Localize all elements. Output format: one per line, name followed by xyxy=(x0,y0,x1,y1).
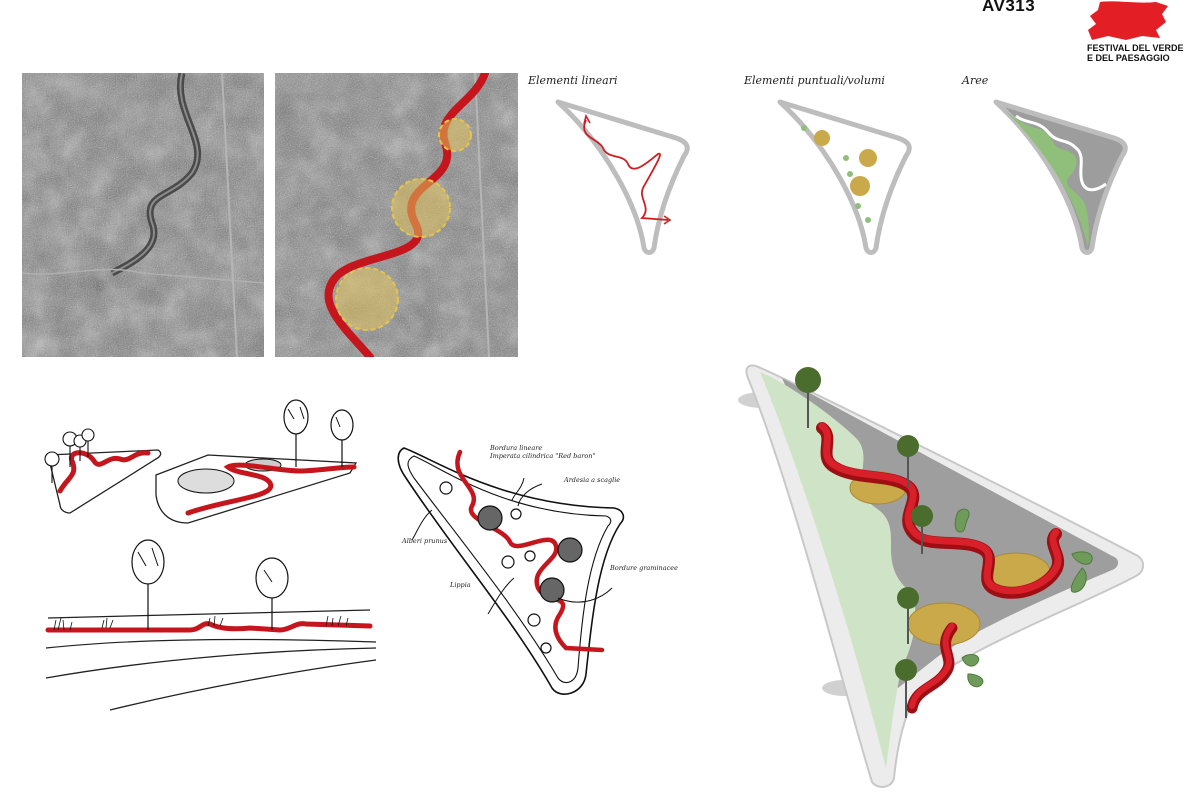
render-tree xyxy=(911,505,933,554)
volume-circle xyxy=(859,149,877,167)
point-circle xyxy=(855,203,861,209)
annotation-grasses: Bordure graminacee xyxy=(610,564,678,572)
annotation-border: Bordura lineare Imperata cilindrica "Red… xyxy=(490,444,596,460)
linear-red-line xyxy=(583,119,669,221)
festival-name-line1: FESTIVAL DEL VERDE xyxy=(1087,43,1184,53)
render-tree xyxy=(897,435,919,488)
focus-area-top xyxy=(438,118,472,152)
aerial-photo-analysis xyxy=(275,73,518,357)
point-circle xyxy=(843,155,849,161)
annotation-border-line1: Bordura lineare xyxy=(490,444,543,452)
point-circle xyxy=(801,125,807,131)
festival-name: FESTIVAL DEL VERDE E DEL PAESAGGIO xyxy=(1087,43,1184,63)
areas-title: Aree xyxy=(962,74,989,87)
point-elements-title: Elementi puntuali/volumi xyxy=(744,74,885,87)
plan-sketch xyxy=(397,447,625,695)
sketch-red-ribbon xyxy=(45,621,373,633)
sketch-red-ribbon xyxy=(185,462,357,516)
focus-area-bottom xyxy=(335,267,399,331)
render-tree xyxy=(895,659,917,718)
sketch-red-ribbon xyxy=(57,450,151,494)
linear-elements-title: Elementi lineari xyxy=(528,74,618,87)
aerial-photo-city xyxy=(22,73,264,357)
project-code: AV313 xyxy=(982,0,1036,15)
annotation-border-line2: Imperata cilindrica "Red baron" xyxy=(490,451,596,460)
point-circle xyxy=(865,217,871,223)
focus-area-middle xyxy=(391,178,451,238)
annotation-trees: Alberi prunus xyxy=(402,537,448,545)
volume-circle xyxy=(814,130,830,146)
annotation-lippia: Lippia xyxy=(450,581,471,589)
volume-circle xyxy=(850,176,870,196)
sketch-section-bottom xyxy=(45,539,377,711)
sketch-perspective-top xyxy=(44,399,358,524)
festival-name-line2: E DEL PAESAGGIO xyxy=(1087,52,1170,63)
plan-red-line xyxy=(455,449,605,653)
render-tree xyxy=(795,367,821,428)
diagram-areas xyxy=(993,99,1128,255)
render-tree xyxy=(897,587,919,644)
diagram-point-elements xyxy=(777,99,912,255)
point-circle xyxy=(847,171,853,177)
diagram-linear-elements xyxy=(555,99,690,255)
festival-logo-brushstroke xyxy=(1088,1,1168,41)
annotation-slate: Ardesia a scaglie xyxy=(564,476,621,484)
axonometric-render xyxy=(738,364,1144,788)
